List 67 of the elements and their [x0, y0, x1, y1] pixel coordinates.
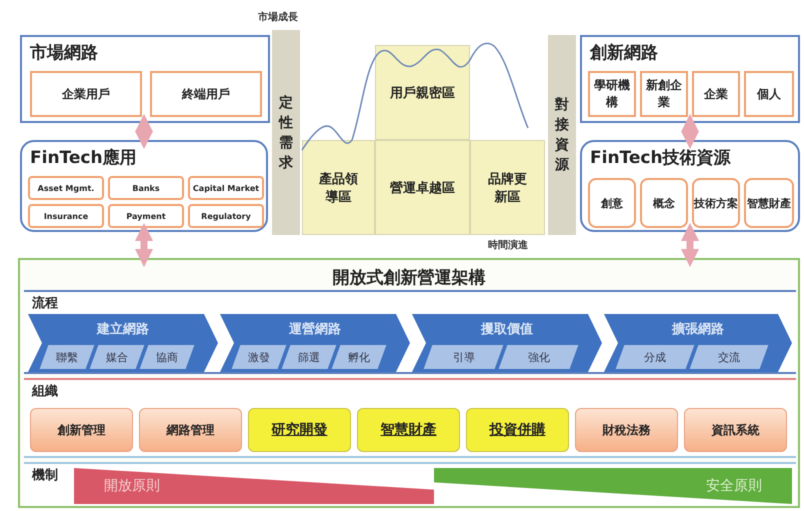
layer-panel — [24, 290, 796, 374]
panel-title: FinTech應用 — [30, 147, 137, 169]
layer-panel — [24, 378, 796, 458]
panel-title: FinTech技術資源 — [590, 147, 731, 169]
step-title: 攫取價值 — [480, 321, 534, 338]
step-segment: 分成 — [616, 345, 694, 369]
resource-box: 技術方案 — [692, 178, 740, 228]
zone-box: 品牌更新區 — [470, 140, 545, 235]
step-segment: 協商 — [140, 345, 194, 369]
step-segment: 聯繫 — [40, 345, 94, 369]
double-arrow — [134, 114, 154, 150]
framework-title: 開放式創新營運架構 — [332, 267, 486, 289]
step-segment: 強化 — [498, 345, 578, 369]
group-panel — [20, 140, 268, 232]
unit-box: 智慧財產 — [357, 408, 460, 452]
user-box: 企業用戶 — [30, 71, 142, 117]
step-title: 運營網路 — [288, 321, 342, 338]
zone-box: 用戶親密區 — [375, 45, 470, 140]
resource-box: 概念 — [640, 178, 688, 228]
step-title: 建立網路 — [95, 320, 150, 338]
panel-title: 組織 — [32, 383, 58, 400]
vertical-bar: 對接資源 — [548, 35, 576, 235]
unit-box: 網路管理 — [139, 408, 242, 452]
zone-box: 產品領導區 — [302, 140, 375, 235]
category-box: Banks — [108, 176, 184, 200]
step-segment: 引導 — [424, 345, 504, 369]
step-segment: 交流 — [690, 345, 768, 369]
member-box: 新創企業 — [640, 71, 688, 117]
unit-box: 資訊系統 — [684, 408, 787, 452]
category-box: Insurance — [28, 204, 104, 228]
category-box: Payment — [108, 204, 184, 228]
member-box: 企業 — [692, 71, 740, 117]
step-segment: 孵化 — [332, 345, 386, 369]
double-arrow — [680, 222, 700, 268]
zone-box: 營運卓越區 — [375, 140, 470, 235]
wedge-shape: 安全原則 — [434, 468, 792, 504]
panel-title: 機制 — [32, 467, 58, 484]
resource-box: 智慧財產 — [744, 178, 794, 228]
panel-title: 流程 — [32, 294, 58, 312]
unit-box: 研究開發 — [248, 408, 351, 452]
member-box: 學研機構 — [588, 71, 636, 117]
vertical-bar: 定性需求 — [272, 30, 300, 235]
step-segment: 篩選 — [282, 345, 336, 369]
wedge-shape: 開放原則 — [74, 468, 434, 504]
category-box: Asset Mgmt. — [28, 176, 104, 200]
layer-panel — [24, 462, 796, 506]
double-arrow — [680, 114, 700, 150]
framework-panel — [18, 258, 800, 508]
step-segment: 媒合 — [90, 345, 144, 369]
panel-title: 市場網路 — [30, 42, 98, 64]
category-box: Regulatory — [188, 204, 264, 228]
axis-label: 市場成長 — [258, 10, 298, 24]
unit-box: 創新管理 — [30, 408, 133, 452]
double-arrow — [134, 222, 154, 268]
panel-title: 創新網路 — [590, 42, 658, 64]
step-segment: 激發 — [232, 345, 286, 369]
category-box: Capital Market — [188, 176, 264, 200]
resource-box: 創意 — [588, 178, 636, 228]
step-title: 擴張網路 — [670, 320, 725, 338]
unit-box: 投資併購 — [466, 408, 569, 452]
group-panel — [580, 140, 800, 232]
group-panel — [20, 35, 270, 123]
axis-label: 時間演進 — [488, 238, 528, 252]
user-box: 終端用戶 — [150, 71, 262, 117]
member-box: 個人 — [744, 71, 794, 117]
unit-box: 財稅法務 — [575, 408, 678, 452]
group-panel — [580, 35, 800, 123]
